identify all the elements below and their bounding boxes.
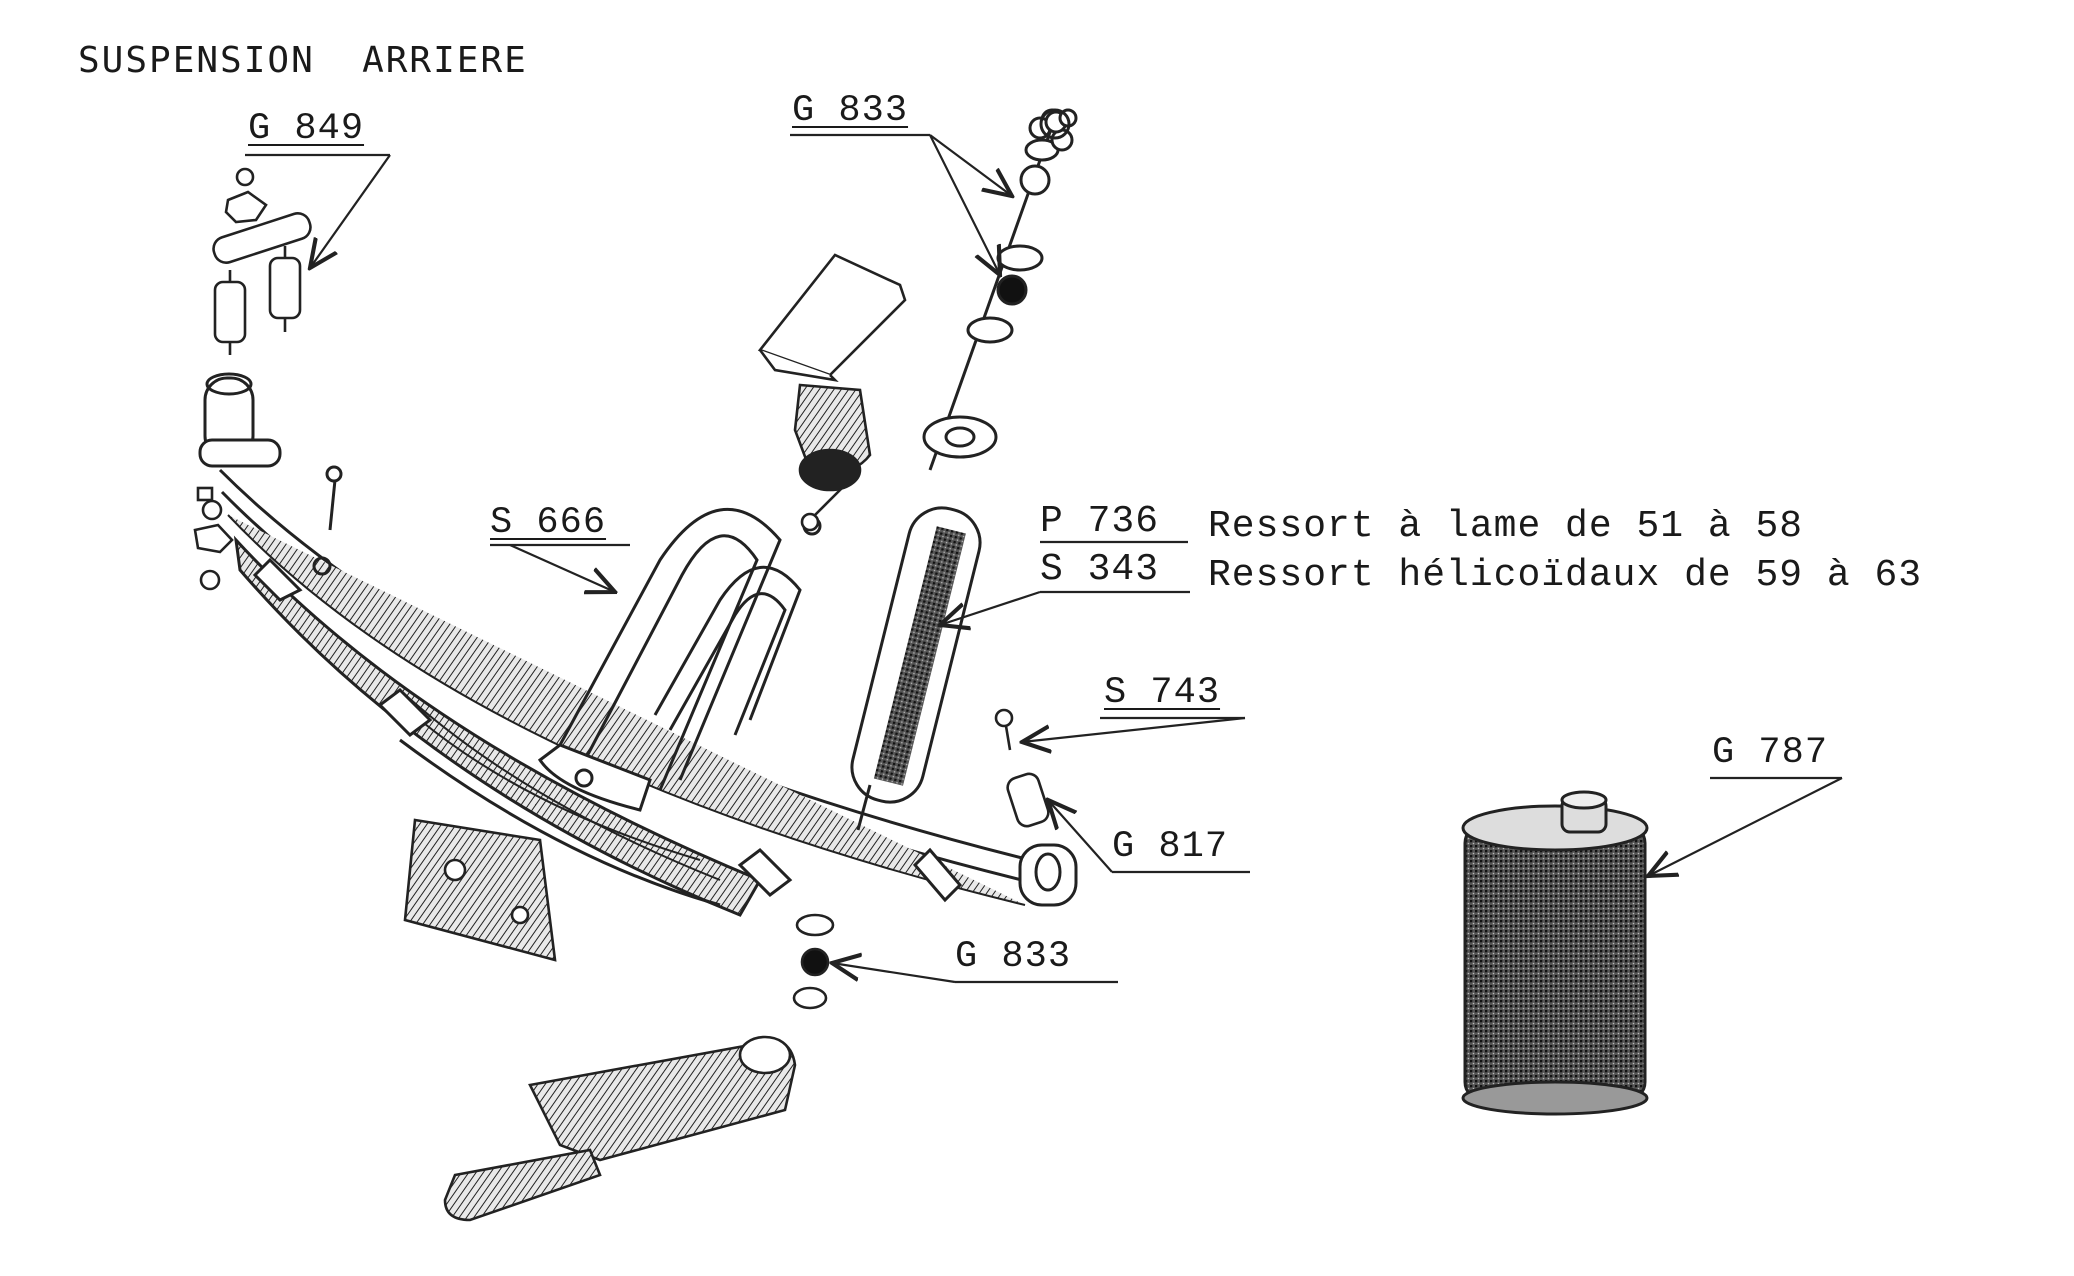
axle-plate xyxy=(403,818,557,962)
upper-bracket xyxy=(757,253,907,532)
label-g833-top: G 833 xyxy=(792,90,909,132)
shackle-pin-and-bush xyxy=(994,708,1050,828)
diagram-title: SUSPENSION ARRIERE xyxy=(78,40,528,81)
u-bolt xyxy=(537,507,822,812)
label-g817: G 817 xyxy=(1112,826,1229,868)
label-g849: G 849 xyxy=(248,108,365,150)
label-s743: S 743 xyxy=(1104,672,1221,714)
spring-seat xyxy=(443,913,835,1222)
p736-code: P 736 xyxy=(1040,500,1160,543)
shock-absorber xyxy=(850,108,1078,831)
leaf-spring xyxy=(198,372,1078,917)
label-g833-bottom: G 833 xyxy=(955,936,1072,978)
label-s666: S 666 xyxy=(490,502,607,544)
s343-text: Ressort hélicoïdaux de 59 à 63 xyxy=(1208,554,1923,597)
s343-code: S 343 xyxy=(1040,548,1160,591)
front-shackle-parts xyxy=(193,167,312,591)
grease-tin xyxy=(1461,790,1649,1116)
leader-lines xyxy=(245,133,1843,984)
p736-text: Ressort à lame de 51 à 58 xyxy=(1208,505,1804,548)
label-g787: G 787 xyxy=(1712,732,1829,774)
